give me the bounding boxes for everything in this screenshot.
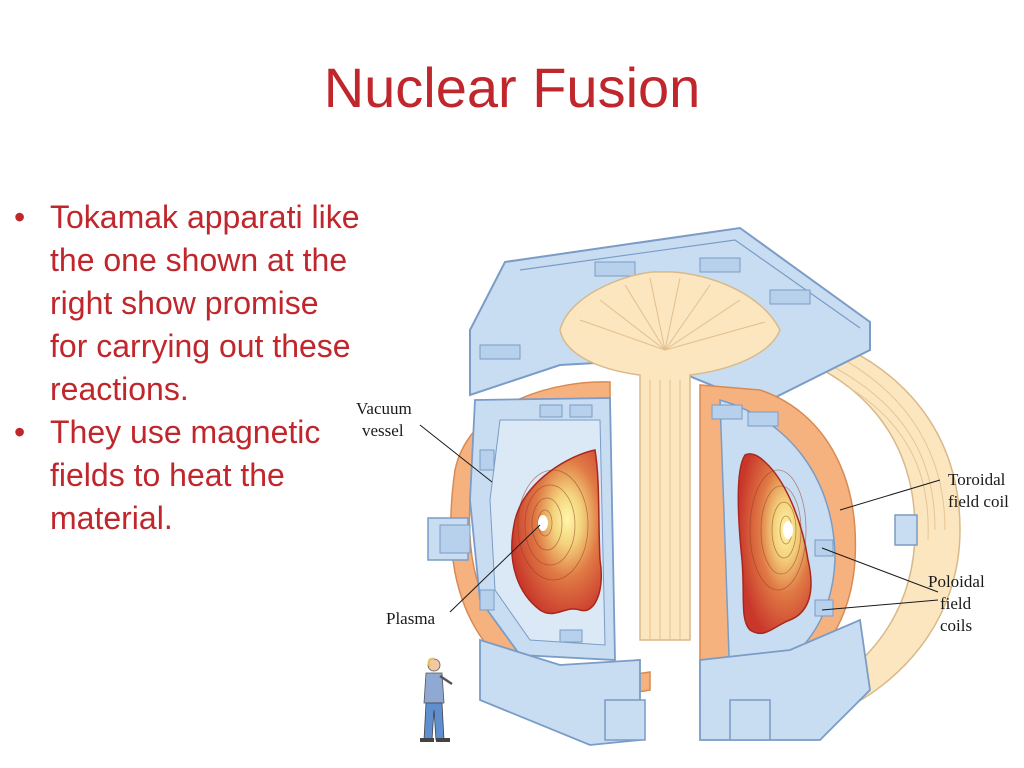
label-vacuum-vessel: Vacuum vessel — [356, 399, 416, 440]
tokamak-diagram: Vacuum vessel Toroidal field coil Poloid… — [356, 226, 1010, 746]
side-port-right — [894, 514, 918, 546]
label-poloidal-field-coils: Poloidal field coils — [928, 572, 989, 635]
vessel-base — [479, 618, 871, 746]
bullet-text: They use magnetic fields to heat the mat… — [50, 414, 321, 536]
slide-title: Nuclear Fusion — [323, 56, 701, 119]
bullet-marker: • — [14, 199, 26, 235]
label-plasma: Plasma — [386, 609, 436, 628]
central-solenoid — [559, 271, 781, 641]
plasma-left — [511, 449, 602, 615]
bullet-item: • They use magnetic fields to heat the m… — [14, 411, 364, 540]
bullet-list: • Tokamak apparati like the one shown at… — [14, 196, 364, 540]
leader-lines — [419, 424, 941, 613]
bullet-text: Tokamak apparati like the one shown at t… — [50, 199, 360, 407]
bullet-item: • Tokamak apparati like the one shown at… — [14, 196, 364, 411]
side-port-left — [427, 517, 471, 561]
label-toroidal-field-coil: Toroidal field coil — [948, 470, 1010, 511]
bullet-marker: • — [14, 414, 26, 450]
plasma-right — [737, 453, 812, 635]
person-figure — [420, 657, 453, 742]
